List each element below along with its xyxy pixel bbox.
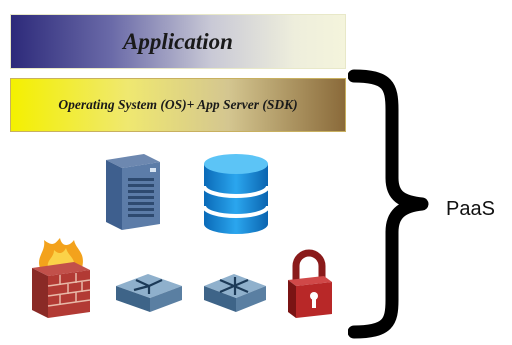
firewall-icon xyxy=(32,238,91,318)
os-app-server-layer: Operating System (OS)+ App Server (SDK) xyxy=(10,78,346,132)
switch-icon xyxy=(204,274,266,312)
lock-icon xyxy=(288,249,332,318)
server-icon xyxy=(106,154,160,230)
paas-label: PaaS xyxy=(446,198,495,220)
router-icon xyxy=(116,274,182,312)
right-curly-brace xyxy=(348,69,429,339)
database-icon xyxy=(202,154,270,234)
os-app-server-layer-label: Operating System (OS)+ App Server (SDK) xyxy=(58,97,298,112)
application-layer-label: Application xyxy=(123,28,233,54)
application-layer: Application xyxy=(10,14,346,69)
